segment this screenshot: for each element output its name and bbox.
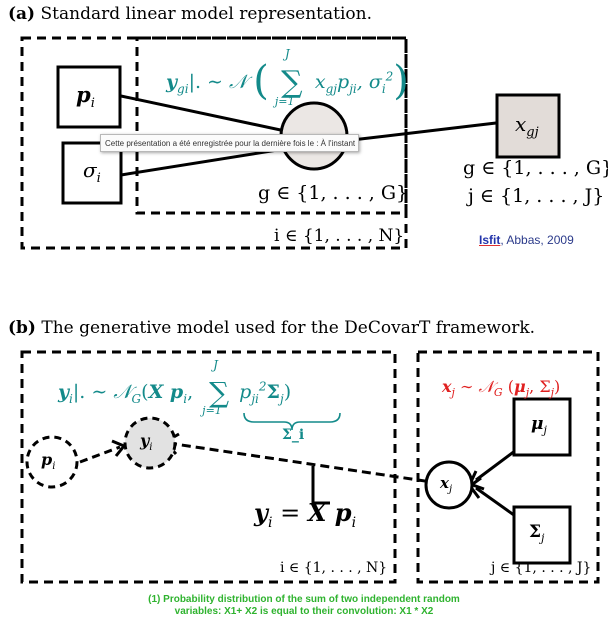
- caption-b: (b) The generative model used for the De…: [8, 318, 536, 338]
- formula-b-right: xj ∼ 𝒩G (μj, Σj): [442, 377, 561, 400]
- right-label-j-a: j ∈ {1, . . . , J}: [468, 185, 605, 207]
- save-status-tooltip: Cette présentation a été enregistrée pou…: [100, 134, 359, 152]
- leader-line: [311, 466, 330, 505]
- caption-a: (a) Standard linear model representation…: [8, 4, 373, 24]
- plate-label-j-b: j ∈ {1, . . . , J}: [491, 560, 592, 576]
- node-y-b: [123, 416, 177, 470]
- label-sigma-a: σi: [83, 158, 101, 186]
- label-p-a: pi: [76, 82, 95, 112]
- convolution-note: (1) Probability distribution of the sum …: [148, 594, 460, 617]
- plate-label-i-a: i ∈ {1, . . . , N}: [274, 226, 405, 246]
- credit-brand: Isfit: [479, 233, 501, 247]
- underbrace: [243, 412, 341, 431]
- node-p-a: [56, 65, 122, 129]
- node-x-b: [424, 460, 474, 510]
- node-sigma-a: [61, 141, 123, 205]
- label-x-a: xgj: [515, 112, 539, 140]
- label-y-b: yi: [140, 431, 153, 454]
- label-mu-b: μj: [531, 414, 547, 437]
- node-Sigma-b: [512, 505, 572, 565]
- plate-n-b: [20, 350, 397, 584]
- label-x-b: xj: [440, 474, 453, 495]
- node-mu-b: [512, 397, 572, 457]
- plate-j-b: [416, 350, 600, 584]
- edge-p-to-y-b: [79, 445, 121, 464]
- credit: Isfit, Abbas, 2009: [479, 233, 574, 247]
- plate-label-g-a: g ∈ {1, . . . , G}: [258, 182, 409, 204]
- plate-n-a: [20, 36, 408, 250]
- label-p-b: pi: [41, 450, 56, 473]
- underbrace-label: Σ_i: [282, 427, 305, 443]
- node-p-b: [25, 435, 79, 489]
- label-Sigma-b: Σj: [529, 522, 545, 545]
- node-x-a: [495, 93, 561, 159]
- right-label-g-a: g ∈ {1, . . . , G}: [463, 157, 608, 179]
- edge-sigma-to-y: [120, 146, 291, 177]
- edge-x-to-y: [351, 121, 497, 142]
- edge-p-to-y: [120, 94, 291, 134]
- edge-x-to-y-b: [167, 441, 453, 487]
- plate-g-a: [135, 36, 408, 215]
- equation-y-xp: yi = X pi: [254, 498, 357, 531]
- plate-label-i-b: i ∈ {1, . . . , N}: [280, 560, 388, 576]
